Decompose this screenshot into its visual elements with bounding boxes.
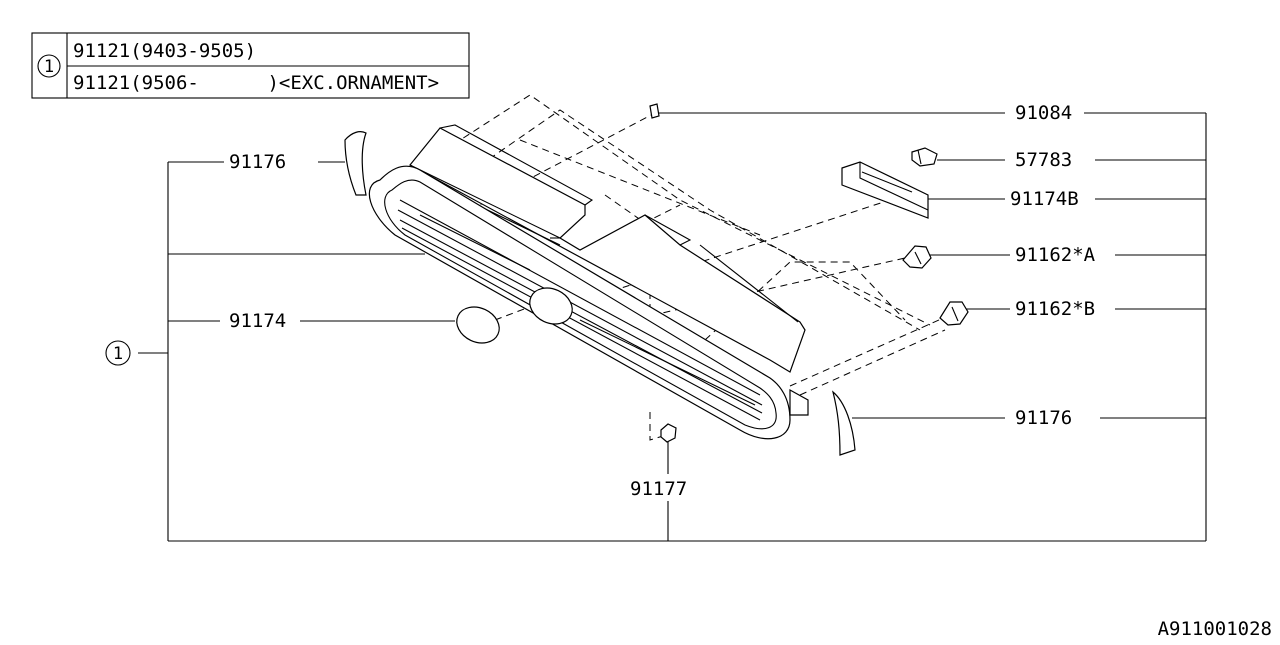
label-91174b: 91174B bbox=[1010, 188, 1079, 210]
label-57783: 57783 bbox=[1015, 149, 1072, 171]
header-table: 1 91121(9403-9505) 91121(9506- )<EXC.ORN… bbox=[31, 32, 470, 99]
part-91176-left-molding bbox=[344, 131, 367, 196]
leader-lines bbox=[300, 112, 1010, 474]
label-91084: 91084 bbox=[1015, 102, 1072, 124]
ref-symbol: 1 bbox=[44, 57, 54, 77]
part-91162a-clip bbox=[902, 245, 932, 269]
part-91174b-bracket bbox=[841, 161, 929, 219]
table-row-2: 91121(9506- )<EXC.ORNAMENT> bbox=[73, 72, 439, 94]
table-row-1: 91121(9403-9505) bbox=[73, 40, 256, 62]
ref-circle-1 bbox=[37, 54, 61, 78]
label-ref-1: 1 bbox=[113, 344, 123, 364]
right-bracket bbox=[1084, 112, 1207, 541]
part-91176-right-molding bbox=[831, 390, 856, 456]
part-91162b-clip bbox=[939, 301, 969, 326]
label-91177: 91177 bbox=[630, 478, 687, 500]
label-91176-left: 91176 bbox=[229, 151, 286, 173]
grille-assembly bbox=[368, 124, 809, 440]
label-91176-right: 91176 bbox=[1015, 407, 1072, 429]
label-91174: 91174 bbox=[229, 310, 286, 332]
labels: 91084 57783 91174B 91162*A 91162*B 91176… bbox=[105, 102, 1272, 640]
left-bracket bbox=[138, 161, 1206, 542]
ref-circle-assembly bbox=[105, 340, 131, 366]
part-91177-nut bbox=[660, 423, 677, 443]
label-91162b: 91162*B bbox=[1015, 298, 1095, 320]
part-91084-clip bbox=[649, 103, 660, 119]
label-91162a: 91162*A bbox=[1015, 244, 1096, 266]
part-57783-clip bbox=[911, 147, 938, 167]
part-91174-emblem bbox=[456, 306, 500, 344]
diagram-id: A911001028 bbox=[1158, 618, 1272, 640]
